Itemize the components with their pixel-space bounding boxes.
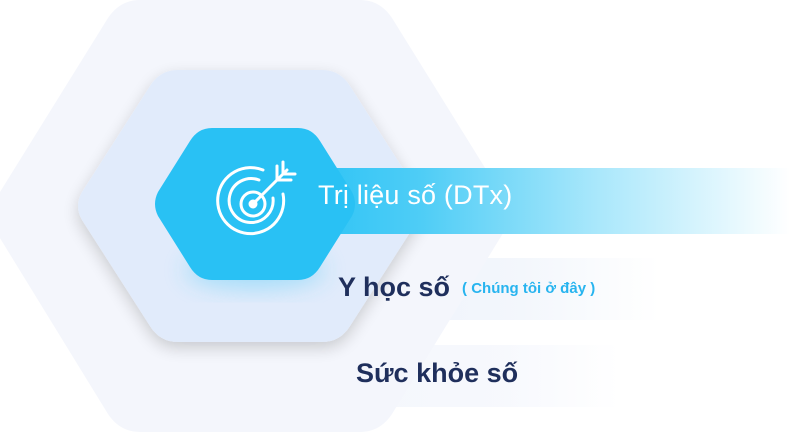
secondary-layer-label: Y học số bbox=[338, 272, 451, 302]
primary-band bbox=[300, 168, 790, 234]
tertiary-layer-label: Sức khỏe số bbox=[356, 358, 519, 388]
we-are-here-note: ( Chúng tôi ở đây ) bbox=[462, 280, 596, 297]
primary-layer-label: Trị liệu số (DTx) bbox=[318, 180, 513, 210]
secondary-layer-row: Y học số ( Chúng tôi ở đây ) bbox=[338, 272, 595, 303]
target-arrow-icon bbox=[213, 158, 299, 244]
